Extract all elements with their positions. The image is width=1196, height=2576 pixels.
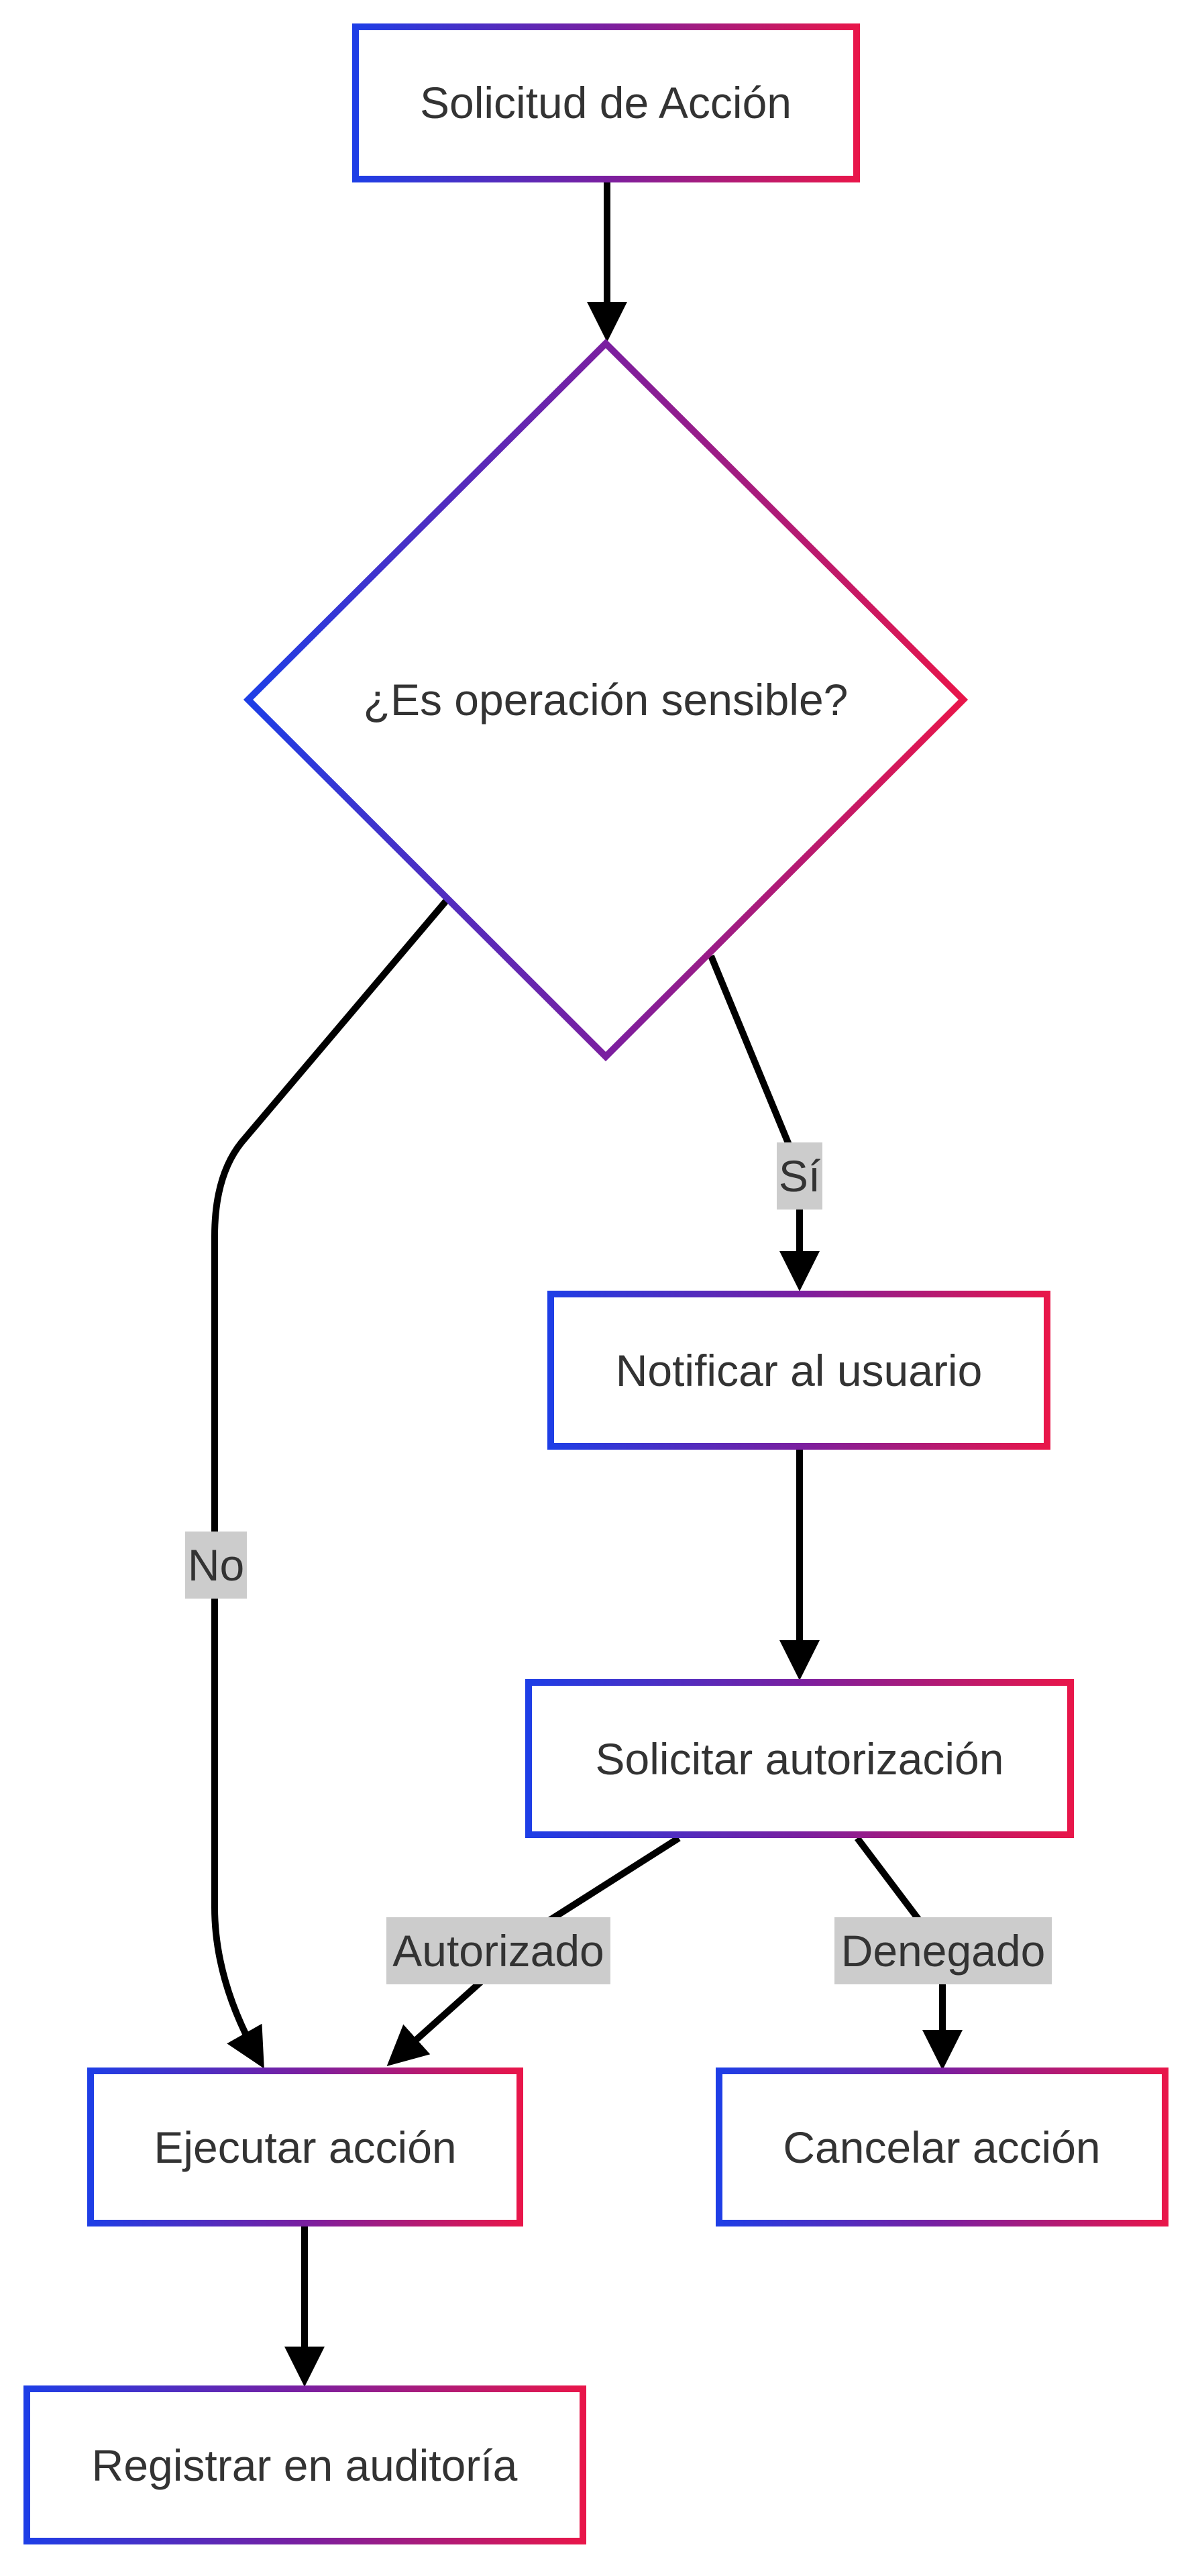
edge-no bbox=[211, 898, 449, 2069]
edge-label-denegado-text: Denegado bbox=[841, 1926, 1046, 1976]
edge-label-no-text: No bbox=[188, 1540, 244, 1590]
node-solicitud-accion-label: Solicitud de Acción bbox=[420, 78, 792, 127]
node-decision-label: ¿Es operación sensible? bbox=[364, 675, 849, 724]
edge-label-si: Sí bbox=[777, 1142, 822, 1210]
node-registrar-auditoria: Registrar en auditoría bbox=[23, 2385, 586, 2544]
edge-label-no: No bbox=[185, 1532, 247, 1599]
node-ejecutar-accion: Ejecutar acción bbox=[87, 2068, 523, 2226]
edge-label-si-text: Sí bbox=[779, 1151, 821, 1201]
node-notificar-label: Notificar al usuario bbox=[616, 1346, 983, 1395]
node-decision-operacion-sensible: ¿Es operación sensible? bbox=[243, 338, 969, 1062]
edge-label-denegado: Denegado bbox=[834, 1917, 1052, 1984]
node-solicitud-accion: Solicitud de Acción bbox=[352, 23, 860, 182]
node-registrar-label: Registrar en auditoría bbox=[92, 2440, 518, 2490]
edge-label-autorizado-text: Autorizado bbox=[392, 1926, 604, 1976]
node-ejecutar-label: Ejecutar acción bbox=[154, 2123, 456, 2172]
edge-labels: No Sí Autorizado Denegado bbox=[185, 1142, 1052, 1984]
node-notificar-usuario: Notificar al usuario bbox=[547, 1291, 1050, 1450]
node-autorizacion-label: Solicitar autorización bbox=[596, 1734, 1004, 1784]
node-solicitar-autorizacion: Solicitar autorización bbox=[525, 1679, 1074, 1838]
node-cancelar-label: Cancelar acción bbox=[783, 2123, 1100, 2172]
nodes: Solicitud de Acción ¿Es operación sensib… bbox=[23, 23, 1168, 2544]
edge-label-autorizado: Autorizado bbox=[386, 1917, 610, 1984]
node-cancelar-accion: Cancelar acción bbox=[716, 2068, 1168, 2226]
edge-si bbox=[708, 955, 820, 1291]
